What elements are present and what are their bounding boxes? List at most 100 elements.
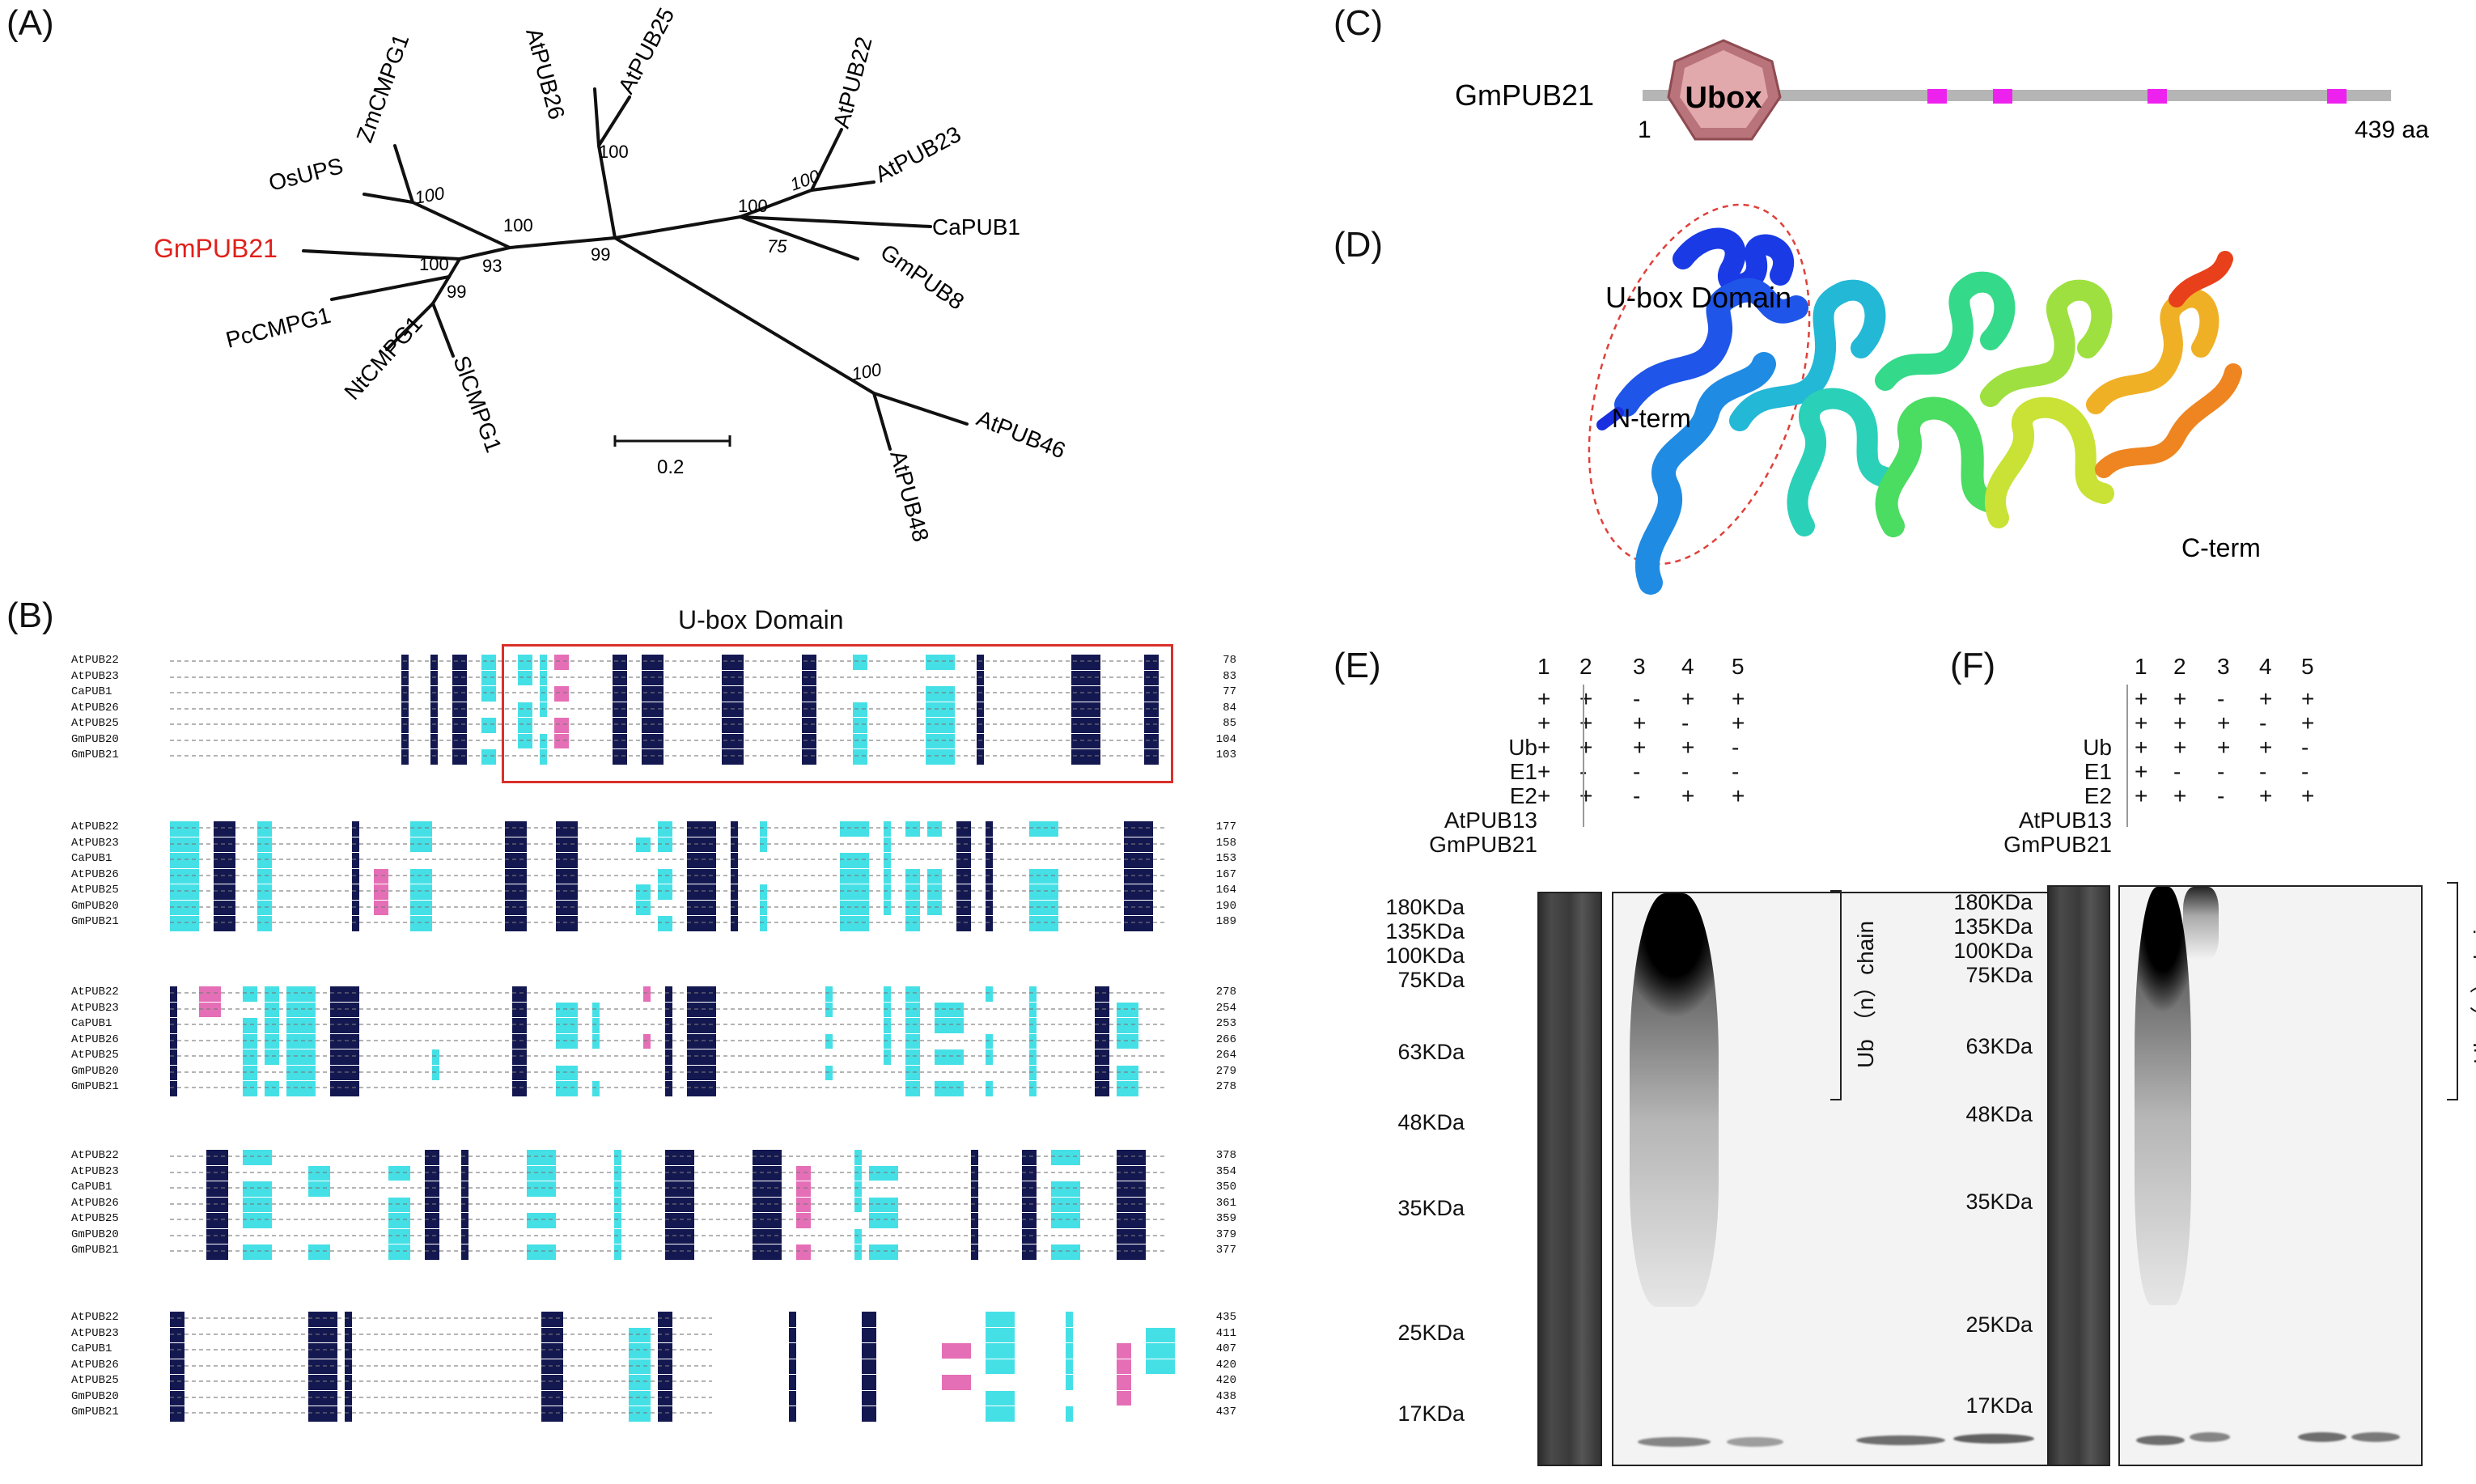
condition-sign: + bbox=[1537, 759, 1551, 784]
alignment-residue-shade bbox=[687, 853, 716, 868]
alignment-residue-shade bbox=[665, 1181, 694, 1197]
alignment-residue-shade bbox=[687, 868, 716, 884]
alignment-residue-shade bbox=[308, 1312, 337, 1327]
alignment-residue-shade bbox=[1051, 1213, 1080, 1228]
alignment-residue-shade bbox=[986, 1327, 1015, 1342]
alignment-residue-shade bbox=[789, 1312, 796, 1327]
alignment-residue-shade bbox=[308, 1359, 337, 1374]
alignment-seq-name: AtPUB23 bbox=[71, 1164, 119, 1178]
alignment-residue-shade bbox=[971, 1244, 978, 1260]
alignment-residue-shade bbox=[722, 733, 744, 748]
alignment-residue-shade bbox=[425, 1165, 439, 1181]
ub-chain-bracket bbox=[1830, 890, 1842, 1100]
alignment-residue-shade bbox=[512, 1018, 527, 1033]
alignment-seq-residues bbox=[170, 827, 1165, 829]
alignment-residue-shade bbox=[257, 868, 272, 884]
alignment-residue-shade bbox=[1066, 1343, 1073, 1359]
condition-sign: + bbox=[1579, 735, 1593, 760]
alignment-residue-shade bbox=[265, 1049, 279, 1065]
alignment-seq-end: 411 bbox=[1215, 1326, 1236, 1340]
alignment-residue-shade bbox=[687, 1033, 716, 1049]
mw-marker: 100KDa bbox=[1385, 943, 1465, 968]
alignment-residue-shade bbox=[401, 670, 409, 685]
alignment-seq-name: AtPUB22 bbox=[71, 1149, 119, 1162]
alignment-residue-shade bbox=[556, 1065, 578, 1080]
alignment-residue-shade bbox=[760, 884, 767, 900]
alignment-residue-shade bbox=[1117, 1228, 1146, 1244]
alignment-residue-shade bbox=[461, 1181, 468, 1197]
alignment-residue-shade bbox=[658, 1343, 672, 1359]
alignment-residue-shade bbox=[926, 733, 955, 748]
alignment-residue-shade bbox=[642, 655, 664, 670]
alignment-residue-shade bbox=[374, 884, 388, 900]
alignment-residue-shade bbox=[687, 986, 716, 1002]
alignment-residue-shade bbox=[731, 868, 738, 884]
alignment-residue-shade bbox=[257, 884, 272, 900]
alignment-residue-shade bbox=[956, 868, 971, 884]
condition-sign: + bbox=[1579, 686, 1593, 711]
alignment-residue-shade bbox=[665, 1065, 672, 1080]
alignment-residue-shade bbox=[1117, 1065, 1138, 1080]
alignment-residue-shade bbox=[1029, 986, 1037, 1002]
alignment-residue-shade bbox=[430, 749, 438, 765]
alignment-residue-shade bbox=[687, 916, 716, 931]
alignment-seq-residues bbox=[170, 874, 1165, 876]
condition-sign: - bbox=[2217, 686, 2225, 711]
alignment-seq-end: 164 bbox=[1215, 884, 1236, 897]
alignment-residue-shade bbox=[986, 916, 993, 931]
alignment-seq-residues bbox=[170, 1333, 712, 1335]
alignment-residue-shade bbox=[854, 1165, 862, 1181]
condition-label: GmPUB21 bbox=[2003, 832, 2112, 857]
alignment-residue-shade bbox=[330, 986, 359, 1002]
alignment-seq-name: AtPUB26 bbox=[71, 1358, 119, 1372]
alignment-residue-shade bbox=[257, 821, 272, 837]
condition-sign: - bbox=[1681, 759, 1690, 784]
condition-sign: - bbox=[2173, 759, 2181, 784]
alignment-residue-shade bbox=[927, 900, 942, 915]
alignment-residue-shade bbox=[286, 986, 316, 1002]
alignment-residue-shade bbox=[789, 1375, 796, 1390]
alignment-residue-shade bbox=[869, 1213, 898, 1228]
alignment-residue-shade bbox=[505, 884, 527, 900]
alignment-residue-shade bbox=[554, 686, 569, 702]
alignment-residue-shade bbox=[1117, 1213, 1146, 1228]
alignment-residue-shade bbox=[214, 853, 235, 868]
alignment-residue-shade bbox=[243, 1244, 272, 1260]
alignment-seq-name: CaPUB1 bbox=[71, 1017, 112, 1030]
alignment-residue-shade bbox=[308, 1181, 330, 1197]
table-divider bbox=[1583, 685, 1584, 827]
alignment-seq-residues bbox=[170, 739, 1165, 741]
alignment-residue-shade bbox=[214, 916, 235, 931]
alignment-residue-shade bbox=[330, 1065, 359, 1080]
alignment-residue-shade bbox=[461, 1213, 468, 1228]
alignment-residue-shade bbox=[1117, 1244, 1146, 1260]
alignment-residue-shade bbox=[687, 1018, 716, 1033]
alignment-residue-shade bbox=[330, 1018, 359, 1033]
alignment-seq-name: AtPUB22 bbox=[71, 986, 119, 999]
alignment-residue-shade bbox=[592, 1002, 600, 1017]
motif-mark bbox=[2327, 89, 2347, 104]
alignment-residue-shade bbox=[452, 718, 467, 733]
alignment-residue-shade bbox=[1071, 718, 1100, 733]
mw-marker: 35KDa bbox=[1965, 1189, 2033, 1214]
alignment-residue-shade bbox=[1117, 1343, 1131, 1359]
mw-marker: 25KDa bbox=[1397, 1321, 1465, 1345]
alignment-residue-shade bbox=[1066, 1359, 1073, 1374]
alignment-residue-shade bbox=[884, 884, 891, 900]
alignment-residue-shade bbox=[1029, 1018, 1037, 1033]
alignment-residue-shade bbox=[722, 702, 744, 717]
alignment-residue-shade bbox=[935, 1002, 964, 1017]
lane-number: 3 bbox=[1633, 654, 1646, 679]
alignment-residue-shade bbox=[1144, 655, 1159, 670]
alignment-seq-name: AtPUB25 bbox=[71, 1049, 119, 1062]
alignment-residue-shade bbox=[840, 868, 869, 884]
alignment-residue-shade bbox=[461, 1165, 468, 1181]
mw-marker: 17KDa bbox=[1397, 1401, 1465, 1426]
alignment-residue-shade bbox=[722, 655, 744, 670]
alignment-residue-shade bbox=[665, 1244, 694, 1260]
mw-marker: 135KDa bbox=[1953, 914, 2033, 939]
alignment-residue-shade bbox=[265, 1081, 279, 1096]
alignment-residue-shade bbox=[956, 821, 971, 837]
alignment-seq-name: GmPUB21 bbox=[71, 1406, 119, 1418]
alignment-seq-residues bbox=[170, 1234, 1165, 1236]
